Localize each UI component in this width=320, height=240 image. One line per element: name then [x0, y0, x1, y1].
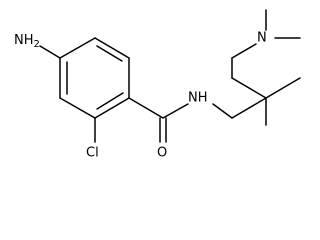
methyl-bond	[265, 77, 301, 99]
amine-subscript: 2	[34, 39, 40, 50]
ring-double-bond	[96, 92, 124, 110]
ring-bond	[94, 97, 130, 119]
chloro-label: Cl	[86, 146, 99, 161]
amine-bond	[39, 45, 61, 59]
ring-bond	[59, 97, 96, 119]
chain-bond	[231, 43, 257, 59]
structure-canvas: NH2 Cl O NH N	[14, 9, 301, 161]
amine-n: N	[14, 33, 24, 48]
ring-bond	[59, 37, 96, 59]
chain-bond	[212, 103, 233, 119]
carbonyl-carbon-bond	[128, 97, 164, 119]
chemical-structure: NH2 Cl O NH N	[14, 9, 301, 161]
amide-nh-label: NH	[188, 91, 208, 106]
chain-bond	[231, 77, 267, 99]
carbonyl-oxygen-label: O	[157, 146, 167, 161]
amide-bond	[162, 103, 189, 119]
ring-bond	[94, 37, 130, 59]
benzene-ring	[59, 37, 130, 119]
amine-label: NH2	[14, 33, 40, 51]
amine-h: H	[24, 33, 34, 48]
dimethylamino-n-label: N	[257, 31, 267, 46]
chain-bond	[231, 97, 267, 119]
ring-double-bond	[96, 45, 123, 62]
